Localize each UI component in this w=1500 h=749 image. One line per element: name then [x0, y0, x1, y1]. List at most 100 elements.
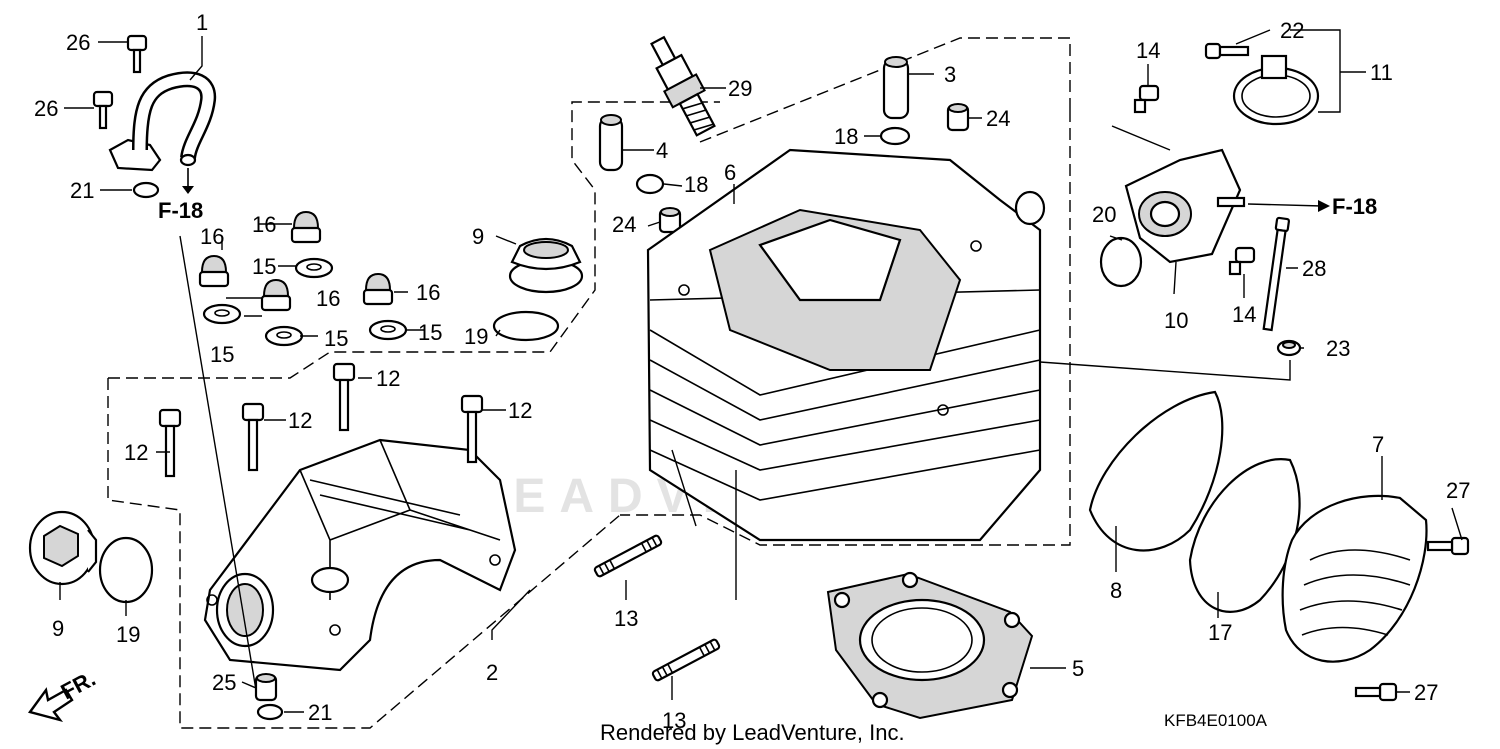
callout-12-d: 12 — [508, 398, 532, 423]
callout-20: 20 — [1092, 202, 1116, 227]
stud-bolt-13-upper — [593, 534, 663, 578]
o-ring-19-upper — [492, 310, 560, 342]
callout-2: 2 — [486, 660, 498, 685]
bolt-22 — [1204, 42, 1250, 60]
callout-11: 11 — [1370, 60, 1393, 85]
callout-3: 3 — [944, 62, 956, 87]
washer-15-a — [294, 257, 334, 279]
washer-21-lower — [256, 703, 284, 721]
callout-9-lower: 9 — [52, 616, 64, 641]
dowel-24-left — [658, 207, 682, 234]
callout-1: 1 — [196, 10, 208, 35]
callout-19-upper: 19 — [464, 324, 488, 349]
ref-f18-right[interactable]: F-18 — [1332, 194, 1377, 219]
nut-23 — [1276, 339, 1302, 357]
bolt-12-d — [460, 394, 484, 464]
cap-nut-16-c — [260, 278, 292, 312]
callout-21-upper: 21 — [70, 178, 94, 203]
callout-17: 17 — [1208, 620, 1232, 645]
callout-15-c: 15 — [324, 326, 348, 351]
callout-21-lower: 21 — [308, 700, 332, 725]
rendered-by-credit: Rendered by LeadVenture, Inc. — [600, 720, 905, 745]
side-cover-7 — [1281, 494, 1428, 663]
callout-18-right: 18 — [834, 124, 858, 149]
bolt-26-upper — [126, 34, 148, 74]
callout-7: 7 — [1372, 432, 1384, 457]
dowel-24-right — [946, 103, 970, 132]
valve-guide-4 — [598, 114, 624, 172]
callout-15-a: 15 — [252, 254, 276, 279]
callout-10: 10 — [1164, 308, 1188, 333]
stud-28 — [1262, 216, 1291, 332]
cap-nut-16-b — [198, 254, 230, 288]
head-gasket — [826, 571, 1034, 720]
hose-clamp-11 — [1232, 54, 1320, 126]
oil-filler-cap-lower — [28, 510, 98, 586]
front-direction-arrow-icon — [28, 687, 74, 723]
callout-8: 8 — [1110, 578, 1122, 603]
gasket-8 — [1088, 390, 1224, 552]
valve-guide-3 — [882, 56, 910, 120]
callout-18-left: 18 — [684, 172, 708, 197]
callout-12-c: 12 — [124, 440, 148, 465]
bolt-26-lower — [92, 90, 114, 130]
breather-pipe — [108, 71, 217, 194]
dowel-25 — [254, 673, 278, 702]
o-ring-19-lower — [98, 536, 154, 604]
callout-13-lower: 13 — [662, 708, 686, 733]
callout-24-right: 24 — [986, 106, 1010, 131]
cap-nut-16-d — [362, 272, 394, 306]
ref-f18-left[interactable]: F-18 — [158, 198, 203, 223]
callout-27-lower: 27 — [1414, 680, 1438, 705]
callout-13-upper: 13 — [614, 606, 638, 631]
callout-12-a: 12 — [376, 366, 400, 391]
callout-14-upper: 14 — [1136, 38, 1160, 63]
callout-16-b: 16 — [200, 224, 224, 249]
callout-15-b: 15 — [210, 342, 234, 367]
washer-15-d — [368, 319, 408, 341]
callout-28: 28 — [1302, 256, 1326, 281]
cylinder-head — [646, 148, 1046, 542]
o-ring-18-left — [635, 173, 665, 195]
washer-15-c — [264, 325, 304, 347]
bolt-14-lower — [1228, 246, 1256, 276]
bolt-12-a — [332, 362, 356, 432]
callout-16-a: 16 — [252, 212, 276, 237]
callout-19-lower: 19 — [116, 622, 140, 647]
insulator-10 — [1124, 148, 1246, 264]
washer-15-b — [202, 303, 242, 325]
bolt-27-lower — [1354, 682, 1398, 702]
callout-24-left: 24 — [612, 212, 636, 237]
callout-27-upper: 27 — [1446, 478, 1470, 503]
cylinder-head-group-outline — [699, 37, 1071, 143]
callout-29: 29 — [728, 76, 752, 101]
callout-25: 25 — [212, 670, 236, 695]
callout-5: 5 — [1072, 656, 1084, 681]
callout-23: 23 — [1326, 336, 1350, 361]
callout-4: 4 — [656, 138, 668, 163]
stud-bolt-13-lower — [651, 638, 721, 682]
cylinder-head-cover — [203, 438, 517, 672]
bolt-14-upper — [1133, 84, 1160, 114]
callout-15-d: 15 — [418, 320, 442, 345]
cylinder-cover-group-outline — [108, 101, 720, 379]
callout-26-upper: 26 — [66, 30, 90, 55]
callout-26-lower: 26 — [34, 96, 58, 121]
callout-6: 6 — [724, 160, 736, 185]
callout-14-lower: 14 — [1232, 302, 1256, 327]
callout-22: 22 — [1280, 18, 1304, 43]
spark-plug — [650, 35, 716, 137]
o-ring-20 — [1099, 236, 1143, 288]
diagram-code: KFB4E0100A — [1164, 711, 1268, 730]
callout-9-upper: 9 — [472, 224, 484, 249]
bolt-27-upper — [1426, 536, 1470, 556]
bolt-12-c — [158, 408, 182, 478]
washer-21-upper — [132, 181, 160, 199]
bolt-12-b — [241, 402, 265, 472]
oil-filler-cap-upper — [508, 237, 584, 294]
cap-nut-16-a — [290, 210, 322, 244]
callout-16-c: 16 — [316, 286, 340, 311]
o-ring-18-right — [879, 126, 911, 146]
callout-16-d: 16 — [416, 280, 440, 305]
